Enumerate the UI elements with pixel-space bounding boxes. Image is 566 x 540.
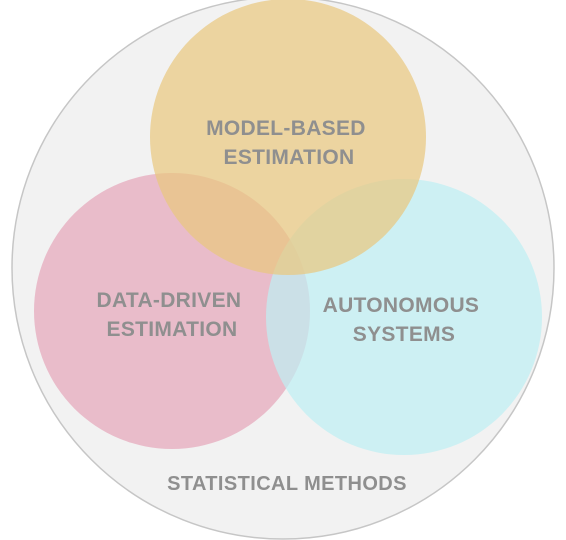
data-driven-label-line-1: DATA-DRIVEN — [97, 289, 242, 312]
model-based-label-line-1: MODEL-BASED — [206, 117, 366, 140]
data-driven-estimation-label: DATA-DRIVEN ESTIMATION — [97, 289, 248, 341]
model-based-label-line-2: ESTIMATION — [224, 146, 355, 169]
autonomous-label-line-1: AUTONOMOUS — [323, 294, 480, 317]
statistical-methods-label: STATISTICAL METHODS — [167, 473, 407, 495]
data-driven-label-line-2: ESTIMATION — [107, 318, 238, 341]
autonomous-label-line-2: SYSTEMS — [353, 323, 455, 346]
model-based-estimation-circle — [150, 0, 426, 275]
autonomous-systems-label: AUTONOMOUS SYSTEMS — [323, 294, 486, 346]
model-based-estimation-label: MODEL-BASED ESTIMATION — [206, 117, 372, 169]
